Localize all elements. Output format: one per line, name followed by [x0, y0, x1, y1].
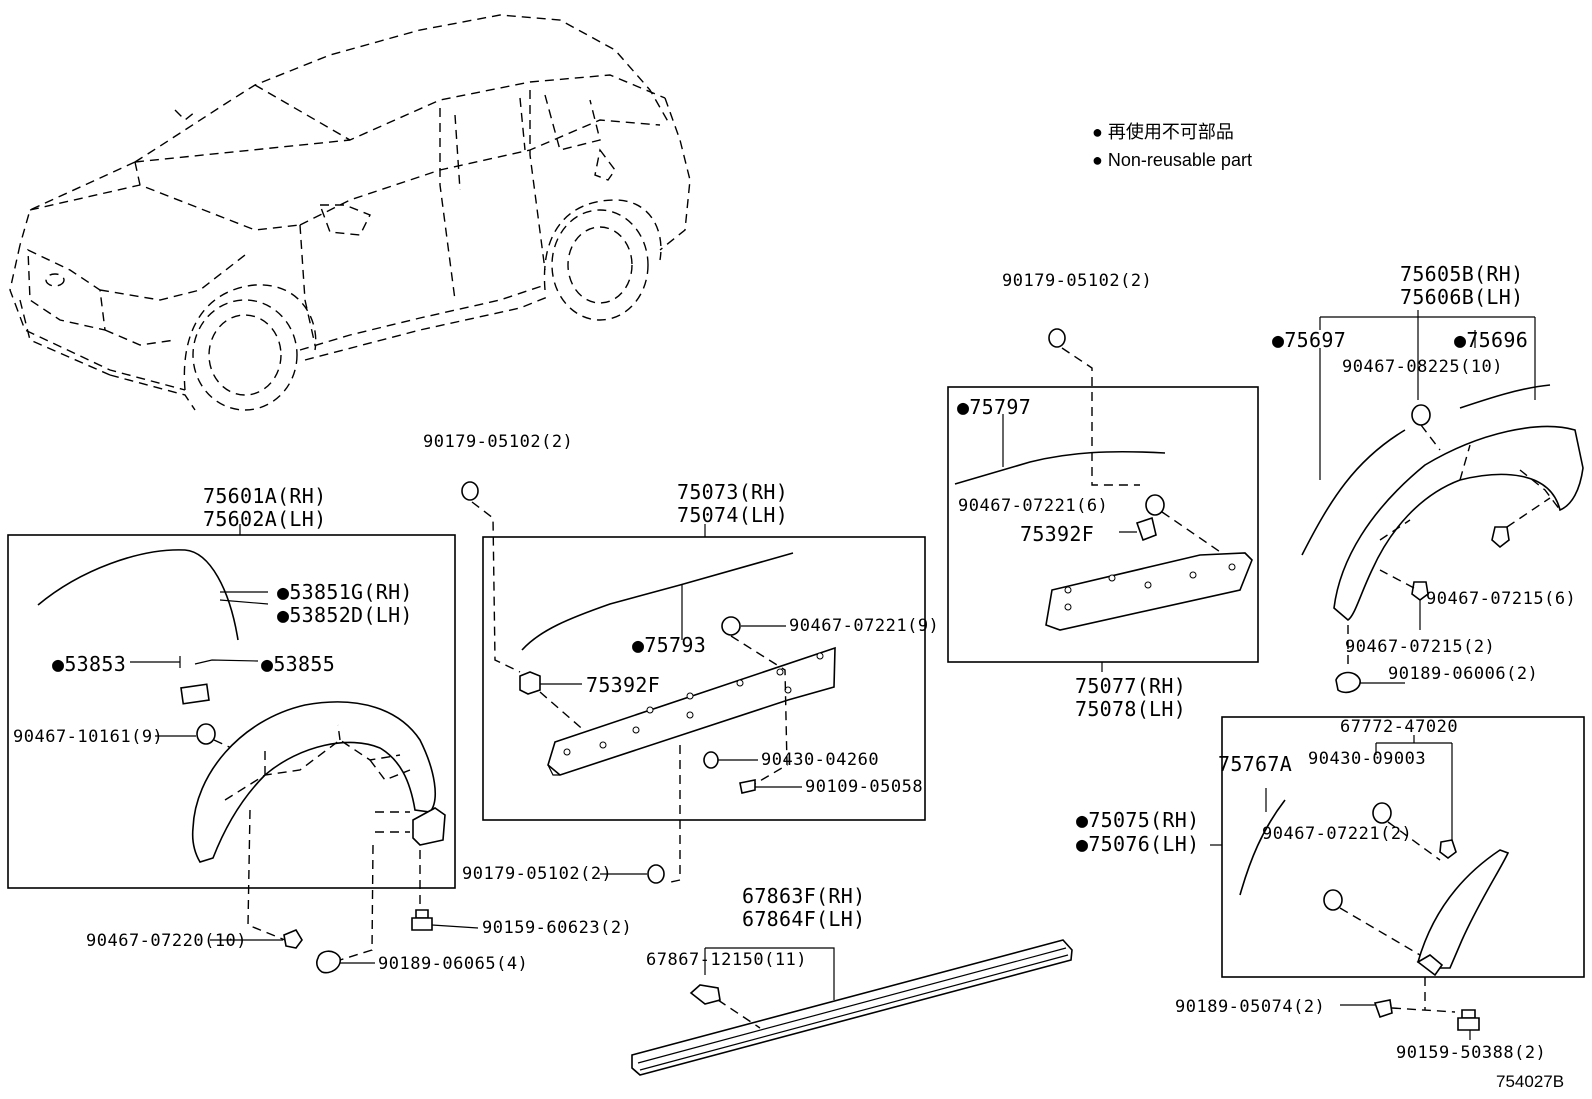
part-label-90189-06006: 90189-06006(2) — [1388, 664, 1539, 684]
part-label-67772: 67772-47020 — [1340, 717, 1459, 737]
part-label-67863f: 67863F(RH) — [742, 884, 866, 908]
part-label-75392f-a: 75392F — [586, 673, 661, 697]
rear-door-molding-group — [947, 328, 1259, 672]
rocker-molding-group — [461, 481, 926, 884]
part-label-75075: ●75075(RH) — [1076, 808, 1200, 832]
part-label-90159-50388: 90159-50388(2) — [1396, 1043, 1547, 1063]
part-label-67867: 67867-12150(11) — [646, 950, 808, 970]
part-label-75696: ●75696 — [1454, 328, 1529, 352]
part-label-90159-60623: 90159-60623(2) — [482, 918, 633, 938]
part-label-53853: ●53853 — [52, 652, 127, 676]
wheel-arch-molding-front-group — [7, 524, 479, 974]
part-label-53851g: ●53851G(RH) — [277, 580, 413, 604]
part-label-90467-07215-2: 90467-07215(2) — [1345, 637, 1496, 657]
part-label-90430-09003: 90430-09003 — [1308, 749, 1427, 769]
part-label-53855: ●53855 — [261, 652, 336, 676]
part-label-75697: ●75697 — [1272, 328, 1347, 352]
part-label-75077: 75077(RH) — [1075, 674, 1187, 698]
part-label-75392f-b: 75392F — [1020, 522, 1095, 546]
wheel-arch-molding-rear-group — [1301, 310, 1584, 694]
part-label-90179-a: 90179-05102(2) — [423, 432, 574, 452]
part-label-90467-10161: 90467-10161(9) — [13, 727, 164, 747]
part-label-75605b: 75605B(RH) — [1400, 262, 1524, 286]
part-label-75606b: 75606B(LH) — [1400, 285, 1524, 309]
part-label-90179-b: 90179-05102(2) — [462, 864, 613, 884]
part-label-75078: 75078(LH) — [1075, 697, 1187, 721]
part-label-53852d: ●53852D(LH) — [277, 603, 413, 627]
part-label-67864f: 67864F(LH) — [742, 907, 866, 931]
part-label-75602a: 75602A(LH) — [203, 507, 327, 531]
part-label-90467-08225: 90467-08225(10) — [1342, 357, 1504, 377]
part-label-90467-07215-6: 90467-07215(6) — [1426, 589, 1577, 609]
part-label-90467-07221-9: 90467-07221(9) — [789, 616, 940, 636]
part-label-90189-06065: 90189-06065(4) — [378, 954, 529, 974]
part-label-90189-05074: 90189-05074(2) — [1175, 997, 1326, 1017]
part-label-90430-04260: 90430-04260 — [761, 750, 880, 770]
vehicle-illustration — [9, 14, 691, 411]
part-label-75076: ●75076(LH) — [1076, 832, 1200, 856]
part-label-75073: 75073(RH) — [677, 480, 789, 504]
part-label-90467-07221-6: 90467-07221(6) — [958, 496, 1109, 516]
rear-arch-extension-group — [1210, 716, 1585, 1040]
part-label-75767a: 75767A — [1218, 752, 1293, 776]
part-label-90467-07220: 90467-07220(10) — [86, 931, 248, 951]
part-label-90179-c: 90179-05102(2) — [1002, 271, 1153, 291]
diagram-id: 754027B — [1496, 1072, 1565, 1091]
part-label-75074: 75074(LH) — [677, 503, 789, 527]
part-label-75601a: 75601A(RH) — [203, 484, 327, 508]
part-label-90467-07221-2: 90467-07221(2) — [1262, 824, 1413, 844]
part-label-90109-05058: 90109-05058 — [805, 777, 924, 797]
legend-jp-label: ● 再使用不可部品 — [1092, 122, 1234, 142]
part-label-75797: ●75797 — [957, 395, 1032, 419]
rocker-weatherstrip-group — [631, 939, 1073, 1076]
part-label-75793: ●75793 — [632, 633, 707, 657]
legend-en-label: ● Non-reusable part — [1092, 150, 1252, 170]
